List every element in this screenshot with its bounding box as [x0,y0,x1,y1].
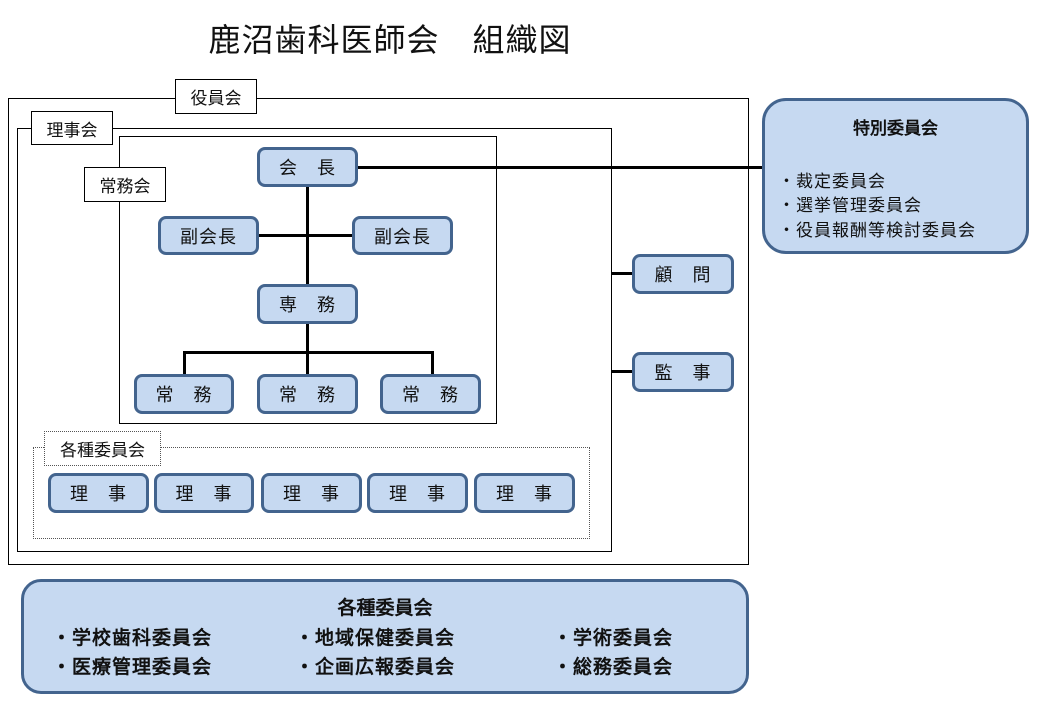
node-director[interactable]: 理 事 [261,473,362,513]
connector-executive-right [431,351,434,375]
special-committee-item: ・役員報酬等検討委員会 [778,221,976,241]
connector-vice-presidents [258,234,353,237]
node-director[interactable]: 理 事 [154,473,254,513]
node-vice-president[interactable]: 副会長 [158,216,259,255]
special-committee-item: ・選挙管理委員会 [778,196,922,216]
connector-executive-bar [183,351,434,354]
executive-board-label: 常務会 [84,167,166,202]
committees-group-frame [33,447,590,539]
node-director[interactable]: 理 事 [474,473,575,513]
node-director[interactable]: 理 事 [367,473,468,513]
standing-committee-item: ・医療管理委員会 [52,656,213,678]
node-executive-director[interactable]: 常 務 [257,374,358,414]
standing-committee-item: ・企画広報委員会 [295,656,456,678]
node-advisor[interactable]: 顧 問 [632,254,734,294]
special-committees-title: 特別委員会 [853,119,938,139]
standing-committee-item: ・地域保健委員会 [295,627,456,649]
standing-committees-title: 各種委員会 [337,597,433,619]
special-committee-item: ・裁定委員会 [778,172,886,192]
node-vice-president[interactable]: 副会長 [352,216,453,255]
standing-committee-item: ・総務委員会 [553,656,674,678]
node-executive-director[interactable]: 常 務 [134,374,234,414]
board-of-directors-label: 理事会 [31,111,113,145]
connector-advisor [611,272,633,275]
node-executive-director[interactable]: 常 務 [380,374,481,414]
node-president[interactable]: 会 長 [257,147,358,187]
special-committees-panel [762,98,1029,254]
executive-board-frame [119,136,497,424]
board-of-officers-label: 役員会 [175,79,257,114]
board-of-officers-frame [8,98,749,565]
standing-committee-item: ・学術委員会 [553,627,674,649]
node-senior-director[interactable]: 専 務 [257,284,358,324]
node-director[interactable]: 理 事 [48,473,149,513]
committees-group-label: 各種委員会 [44,431,161,466]
connector-president-to-special [356,166,763,169]
connector-auditor [611,370,633,373]
board-of-directors-frame [17,128,612,552]
node-auditor[interactable]: 監 事 [632,352,734,392]
standing-committees-panel [21,579,749,694]
connector-executive-left [183,351,186,375]
chart-title: 鹿沼歯科医師会 組織図 [208,21,572,59]
standing-committee-item: ・学校歯科委員会 [52,627,213,649]
connector-senior-down [306,322,309,375]
